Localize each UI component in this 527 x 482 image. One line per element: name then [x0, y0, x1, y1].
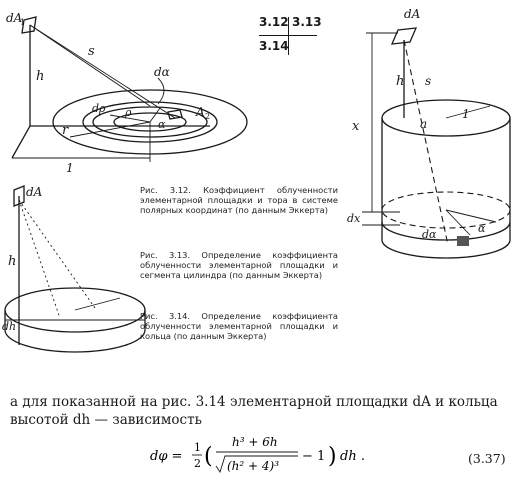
label-h: h — [36, 69, 44, 84]
formula-paren-close: ) — [328, 444, 337, 469]
formula-frac-num: h³ + 6h — [232, 435, 278, 449]
segment-dashed — [381, 191, 511, 229]
radius-313 — [445, 105, 491, 119]
formula-3-37: dφ = 1 2 ( h³ + 6h (h² + 4)³ − 1 ) dh . — [150, 435, 365, 474]
label-one: 1 — [66, 161, 74, 175]
formula-half-den: 2 — [194, 457, 201, 470]
ring-side — [4, 310, 146, 353]
label-r: r — [62, 123, 69, 138]
element-dA1 — [21, 16, 37, 34]
formula-lhs: dφ = — [150, 449, 182, 464]
element-dA2 — [167, 109, 183, 120]
label-s: s — [88, 44, 95, 59]
label-s-313: s — [425, 74, 431, 88]
element-dA — [13, 185, 25, 207]
cylinder-bottom — [381, 239, 511, 259]
ring-radius — [74, 297, 121, 311]
segment-lower — [381, 221, 511, 241]
caption-314: Рис. 3.14. Определение коэффициента облу… — [140, 311, 338, 342]
figure-3-14: dA h dh — [2, 185, 146, 353]
angle-ray-313 — [445, 209, 471, 236]
label-dA1: dA — [6, 11, 23, 25]
label-alpha: α — [158, 118, 166, 131]
ray-2 — [18, 199, 96, 309]
ref-312: 3.12 — [259, 15, 289, 29]
label-h-313: h — [396, 74, 404, 89]
formula-half-num: 1 — [194, 441, 201, 454]
figure-ref-box: 3.12 3.13 3.14 — [259, 15, 322, 59]
label-one-313: 1 — [462, 107, 470, 121]
label-dh-314: dh — [2, 320, 16, 333]
axis-diagonal — [11, 125, 31, 159]
figure-3-13: dA h s x a 1 dx dα α — [347, 7, 511, 259]
ref-divider-horizontal — [259, 35, 317, 36]
label-rho: ρ — [124, 106, 132, 119]
ref-314: 3.14 — [259, 39, 289, 53]
ray-1 — [18, 199, 61, 319]
caption-313: Рис. 3.13. Определение коэффициента облу… — [140, 250, 338, 281]
ref-divider-vertical — [288, 17, 289, 55]
ref-313: 3.13 — [292, 15, 322, 29]
element-dA-313 — [390, 27, 418, 45]
shaded-element — [457, 236, 469, 246]
formula-paren-open: ( — [204, 444, 213, 469]
label-dx-313: dx — [347, 212, 361, 225]
formula-minus-one: − 1 — [302, 449, 325, 464]
label-A2: A — [195, 105, 205, 119]
formula-sqrt — [215, 455, 298, 474]
angle-ray — [149, 107, 161, 123]
label-dA1-sub: 1 — [20, 18, 25, 27]
radius-r — [69, 121, 151, 138]
equation-number: (3.37) — [468, 451, 506, 466]
line-to-center — [29, 24, 151, 107]
label-A2-sub: 2 — [205, 112, 210, 121]
line-s-313 — [403, 39, 449, 246]
angle-ray2-313 — [445, 209, 497, 223]
label-dalpha-313: dα — [422, 228, 437, 241]
label-dalpha: dα — [154, 65, 170, 79]
label-drho: dρ — [92, 102, 106, 115]
formula-frac-den: (h² + 4)³ — [227, 459, 279, 473]
formula-tail: dh . — [340, 449, 365, 464]
dalpha-arc — [157, 77, 165, 105]
label-alpha-313: α — [478, 222, 486, 235]
figure-3-12: dA 1 h s dα dρ ρ α A 2 r 1 — [6, 11, 248, 175]
label-h-314: h — [8, 254, 16, 269]
caption-312: Рис. 3.12. Коэффициент облученности элем… — [140, 185, 338, 216]
label-dA-313: dA — [404, 7, 421, 21]
label-x-313: x — [352, 119, 360, 134]
body-paragraph: а для показанной на рис. 3.14 элементарн… — [10, 394, 498, 428]
radius-rho — [109, 114, 151, 123]
label-dA-314: dA — [26, 185, 43, 199]
label-a-313: a — [420, 117, 427, 131]
